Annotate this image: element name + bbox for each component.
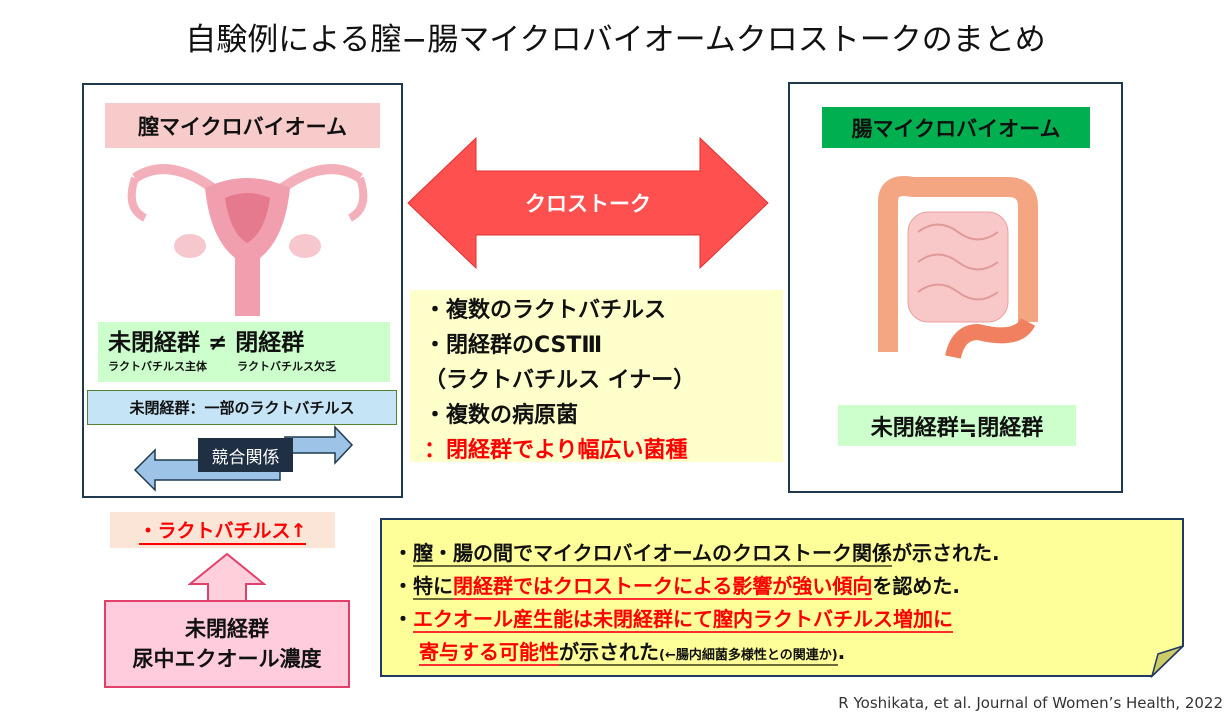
summary-point-2: 閉経群ではクロストークによる影響が強い傾向 [453,574,873,600]
crosstalk-double-arrow [407,136,769,270]
lacto-increase: ・ラクトバチルス↑ [138,516,307,545]
summary-note-shape [380,518,1184,678]
summary-point-3-end: が示された [559,640,659,664]
finding-item: ：閉経群でより幅広い菌種 [424,438,688,463]
slide-title: 自験例による膣−腸マイクロバイオームクロストークのまとめ [185,22,1046,58]
lacto-increase-box: ・ラクトバチルス↑ [110,512,335,548]
period: . [837,640,846,664]
crosstalk-label: クロストーク [525,192,651,216]
summary-point-3-note: (←腸内細菌多様性との関連か) [659,648,838,663]
partial-lacto-box: 未閉経群：一部のラクトバチルス [87,390,397,425]
summary-note: ・膣・腸の間でマイクロバイオームのクロストーク関係が示された. ・特に閉経群では… [393,537,1000,672]
postmenopausal-note: ラクトバチルス欠乏 [237,360,336,373]
summary-point-2-start: 特に [413,574,453,600]
urinary-equol-line2: 尿中エクオール濃度 [132,647,322,671]
vaginal-comparison-box: 未閉経群 ≠ 閉経群 ラクトバチルス主体 ラクトバチルス欠乏 [98,322,390,382]
summary-point-3-cont: 寄与する可能性 [419,640,559,666]
summary-point-3: エクオール産生能は未閉経群にて膣内ラクトバチルス増加に [413,607,953,633]
intestine-illustration [878,176,1038,359]
bullet: ・ [393,574,413,598]
summary-point-1-end: が示された. [892,541,1000,565]
premenopausal-note: ラクトバチルス主体 [108,360,207,373]
bullet: ・ [393,541,413,565]
bullet: ・ [393,607,413,631]
vaginal-label: 膣マイクロバイオーム [105,103,380,148]
urinary-equol-box: 未閉経群 尿中エクオール濃度 [104,600,350,688]
center-findings-box: ・複数のラクトバチルス ・閉経群のCSTⅢ （ラクトバチルス イナー） ・複数の… [410,290,783,463]
finding-item: ・閉経群のCSTⅢ [424,333,603,358]
finding-item: ・複数の病原菌 [424,403,579,428]
urinary-equol-line1: 未閉経群 [185,617,269,641]
finding-item: ・複数のラクトバチルス [424,298,667,323]
finding-item: （ラクトバチルス イナー） [424,368,696,393]
gut-comparison: 未閉経群≒閉経群 [838,405,1076,446]
vaginal-comparison: 未閉経群 ≠ 閉経群 [108,330,305,356]
uterus-illustration [127,164,368,316]
summary-point-1: 膣・腸の間でマイクロバイオームのクロストーク関係 [413,541,892,567]
gut-label: 腸マイクロバイオーム [822,107,1090,148]
citation: R Yoshikata, et al. Journal of Women’s H… [838,694,1223,712]
summary-point-2-end: を認めた. [872,574,961,598]
up-arrow [188,552,266,602]
competition-label: 競合関係 [198,438,293,472]
